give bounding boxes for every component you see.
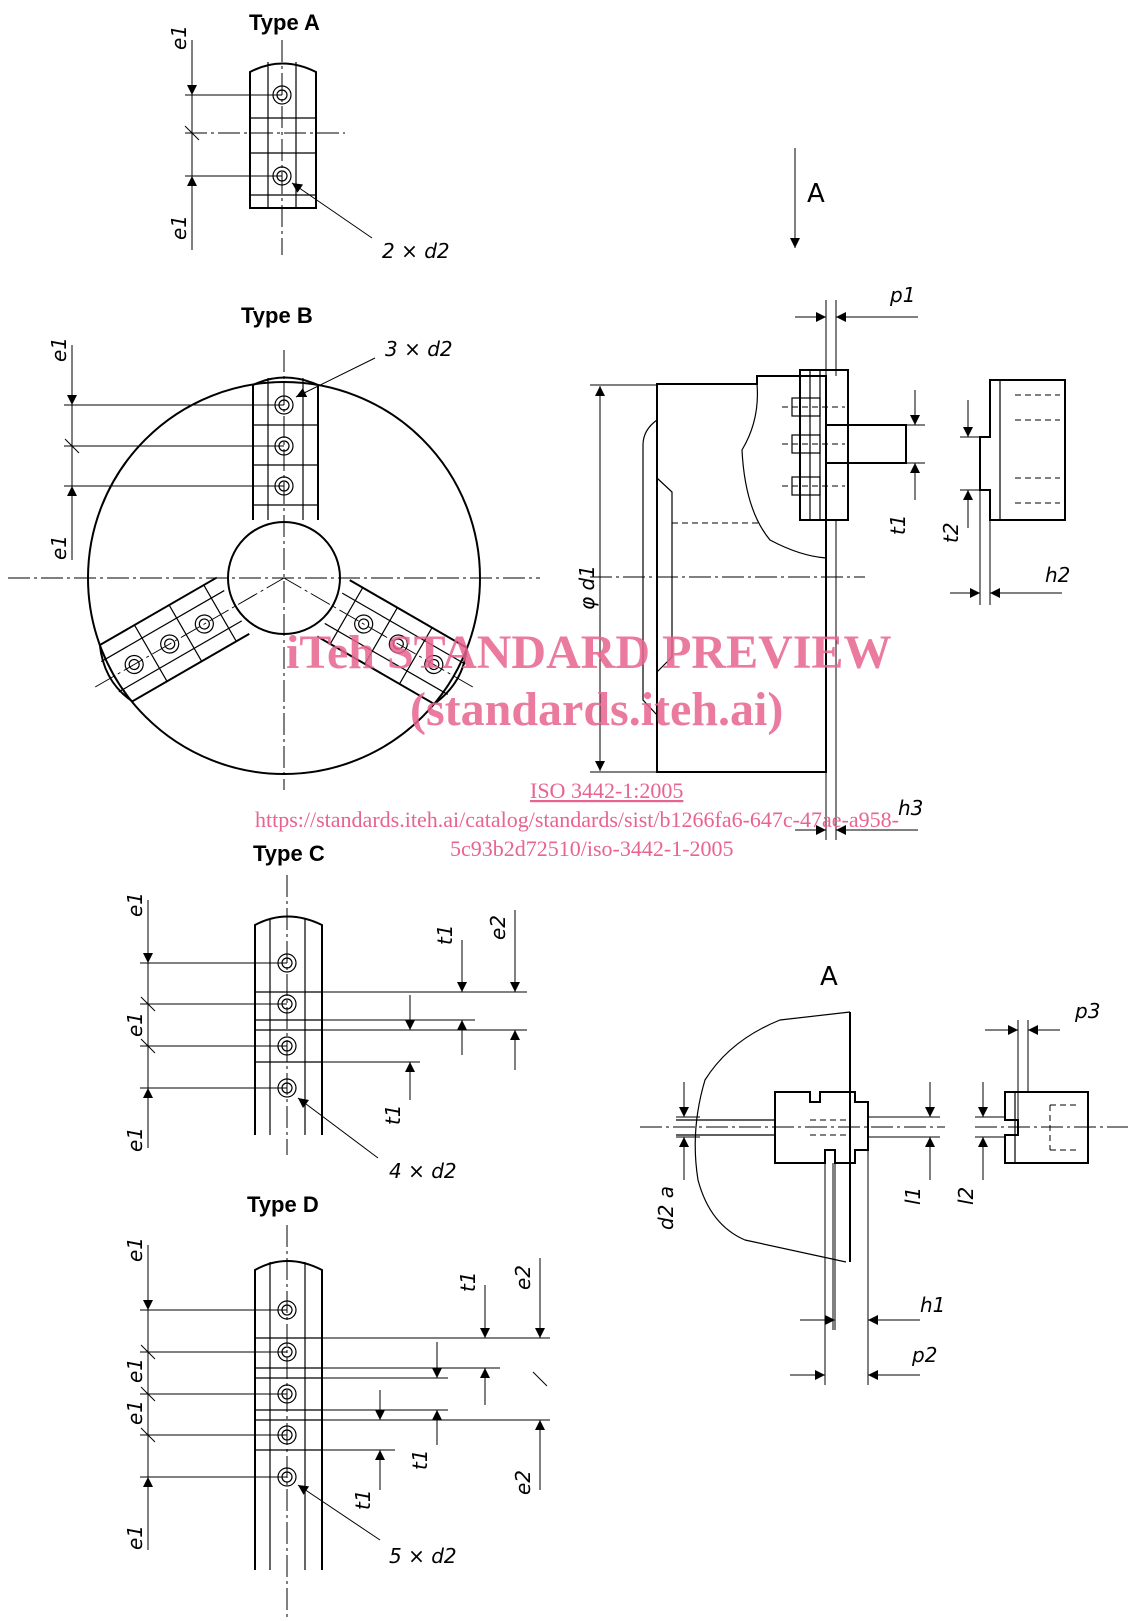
- dim-e1: e1: [167, 25, 191, 50]
- jaw-top: [252, 376, 319, 520]
- watermark-url-2[interactable]: 5c93b2d72510/iso-3442-1-2005: [450, 836, 734, 861]
- dim-p3: p3: [1074, 999, 1100, 1023]
- dim-t1: t1: [351, 1489, 375, 1510]
- type-a-title: Type A: [249, 10, 320, 35]
- dim-h3: h3: [898, 796, 923, 820]
- type-d-title: Type D: [247, 1192, 319, 1217]
- jaw-detail-t2: t2 h2: [939, 379, 1070, 605]
- type-b-view: Type B: [8, 303, 540, 790]
- dim-l1: l1: [901, 1187, 925, 1205]
- view-arrow-label: A: [807, 179, 825, 209]
- jaw-detail-p3: l2 p3: [954, 999, 1128, 1205]
- dim-h2: h2: [1045, 563, 1070, 587]
- dim-e1: e1: [123, 1358, 147, 1383]
- type-b-title: Type B: [241, 303, 313, 328]
- jaw-outline: [254, 1260, 323, 1570]
- section-label: A: [820, 962, 838, 992]
- dim-t2: t2: [939, 522, 963, 543]
- watermark-url-1[interactable]: https://standards.iteh.ai/catalog/standa…: [255, 807, 899, 832]
- watermark-title: iTeh STANDARD PREVIEW: [286, 626, 891, 679]
- dim-t1: t1: [381, 1104, 405, 1125]
- dim-d2a: d2 a: [654, 1186, 678, 1230]
- dim-e1: e1: [123, 1127, 147, 1152]
- dim-e1: e1: [123, 1525, 147, 1550]
- dim-e1: e1: [123, 892, 147, 917]
- jaw-lower-right: [283, 577, 474, 706]
- dim-e1: e1: [47, 535, 71, 560]
- dim-e2: e2: [486, 915, 510, 940]
- dim-e1: e1: [123, 1400, 147, 1425]
- callout-2xd2: 2 × d2: [382, 239, 450, 263]
- type-c-title: Type C: [253, 841, 325, 866]
- break-outline: [694, 1011, 851, 1263]
- dim-e1: e1: [167, 215, 191, 240]
- watermark-subtitle: (standards.iteh.ai): [410, 683, 783, 736]
- side-view: A φ d1 p1: [575, 148, 925, 840]
- callout-4xd2: 4 × d2: [389, 1159, 457, 1183]
- callout-3xd2: 3 × d2: [385, 337, 453, 361]
- callout-5xd2: 5 × d2: [389, 1544, 457, 1568]
- type-d-view: Type D e1 e1 e1 e1: [123, 1192, 550, 1621]
- dim-e2: e2: [511, 1265, 535, 1290]
- jaw-outline: [249, 62, 317, 209]
- dim-e1: e1: [123, 1012, 147, 1037]
- dim-t1: t1: [886, 514, 910, 535]
- type-c-view: Type C e1 e1 e1 t1 e2: [123, 841, 527, 1183]
- jaw-lower-left: [94, 576, 285, 703]
- dim-d1: φ d1: [575, 565, 599, 610]
- jaw-outline: [254, 915, 323, 1135]
- section-a-view: A d2 a l1 h1 p2: [640, 962, 945, 1385]
- watermark-iso-link[interactable]: ISO 3442-1:2005: [530, 778, 683, 803]
- dim-e2: e2: [511, 1470, 535, 1495]
- dim-p1: p1: [889, 283, 915, 307]
- type-a-view: Type A e1 e1 2 × d2: [167, 10, 450, 263]
- dim-e1: e1: [123, 1237, 147, 1262]
- dim-p2: p2: [911, 1343, 937, 1367]
- dim-e1: e1: [47, 337, 71, 362]
- jaw-side: [782, 369, 907, 521]
- dim-t1: t1: [408, 1449, 432, 1470]
- dim-t1: t1: [456, 1271, 480, 1292]
- dim-l2: l2: [954, 1187, 978, 1205]
- watermark: iTeh STANDARD PREVIEW (standards.iteh.ai…: [255, 626, 899, 861]
- dim-t1: t1: [433, 924, 457, 945]
- dim-h1: h1: [920, 1293, 945, 1317]
